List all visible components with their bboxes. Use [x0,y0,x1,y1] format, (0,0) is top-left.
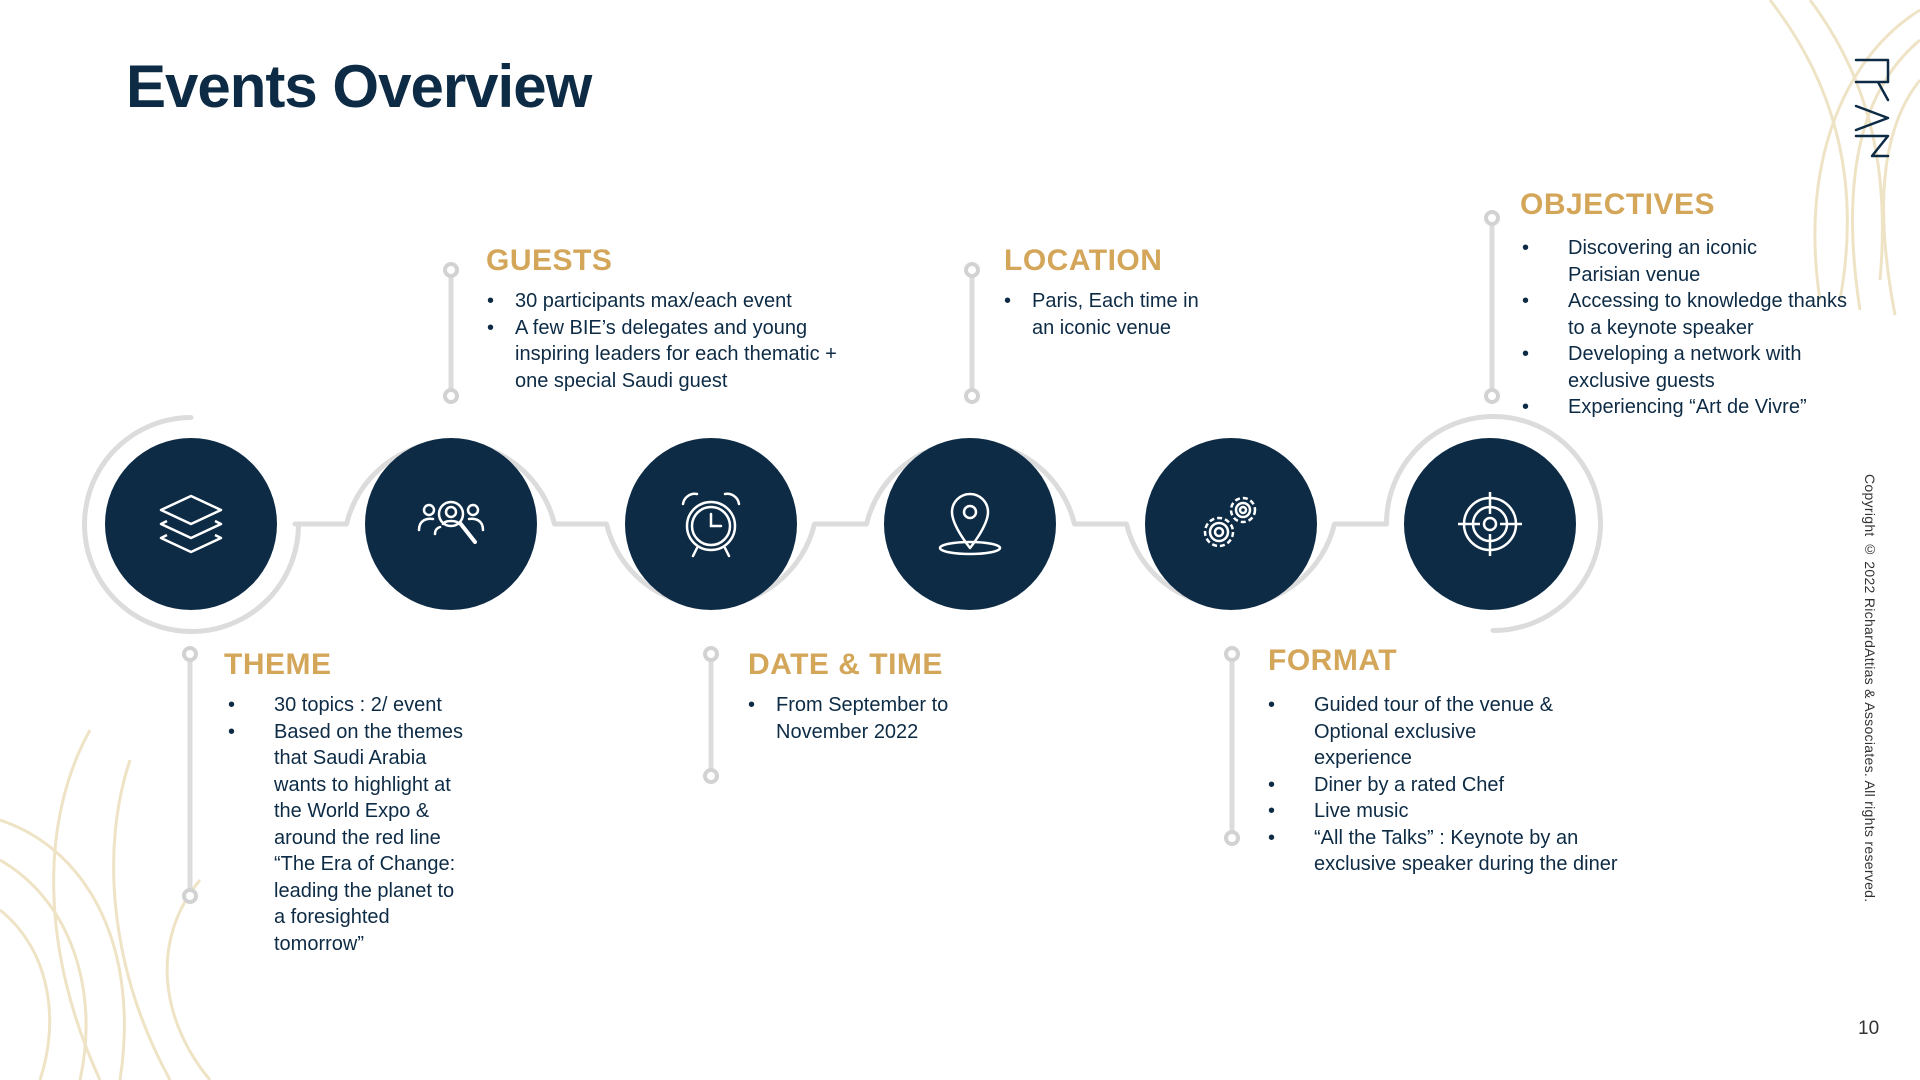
list-item: Diner by a rated Chef [1268,772,1648,799]
theme-node [105,438,277,610]
list-item: Live music [1268,798,1648,825]
list-item: Paris, Each time in an iconic venue [1004,288,1212,341]
date-time-heading: DATE & TIME [748,648,943,681]
location-heading: LOCATION [1004,244,1163,277]
list-item: Experiencing “Art de Vivre” [1522,394,1842,421]
list-item: Based on the themes that Saudi Arabia wa… [228,719,464,958]
objectives-node [1404,438,1576,610]
list-item: 30 participants max/each event [487,288,847,315]
format-list: Guided tour of the venue & Optional excl… [1268,692,1648,878]
date-time-node [625,438,797,610]
page-number: 10 [1858,1018,1880,1039]
map-pin-icon [938,492,1002,556]
location-list: Paris, Each time in an iconic venue [1004,288,1224,341]
theme-heading: THEME [224,648,332,681]
list-item: Guided tour of the venue & Optional excl… [1268,692,1574,772]
people-search-icon [417,500,485,544]
list-item: “All the Talks” : Keynote by an exclusiv… [1268,825,1654,878]
copyright-notice: Copyright © 2022 RichardAttias & Associa… [1862,474,1878,903]
objectives-list: Discovering an iconic Parisian venue Acc… [1522,235,1847,421]
list-item: A few BIE’s delegates and young inspirin… [487,315,850,395]
theme-list: 30 topics : 2/ event Based on the themes… [228,692,528,957]
format-heading: FORMAT [1268,644,1398,677]
list-item: Accessing to knowledge thanks to a keyno… [1522,288,1868,341]
list-item: 30 topics : 2/ event [228,692,528,719]
location-node [884,438,1056,610]
layers-icon [159,494,223,554]
list-item: Developing a network with exclusive gues… [1522,341,1848,394]
guests-list: 30 participants max/each event A few BIE… [487,288,847,394]
target-icon [1458,492,1522,556]
list-item: From September to November 2022 [748,692,976,745]
alarm-clock-icon [681,492,741,558]
page-title: Events Overview [126,53,592,120]
gears-icon [1203,496,1257,548]
guests-heading: GUESTS [486,244,613,277]
guests-node [365,438,537,610]
format-node [1145,438,1317,610]
date-time-list: From September to November 2022 [748,692,988,745]
list-item: Discovering an iconic Parisian venue [1522,235,1798,288]
ram-monogram-icon [1854,58,1890,158]
objectives-heading: OBJECTIVES [1520,188,1716,221]
